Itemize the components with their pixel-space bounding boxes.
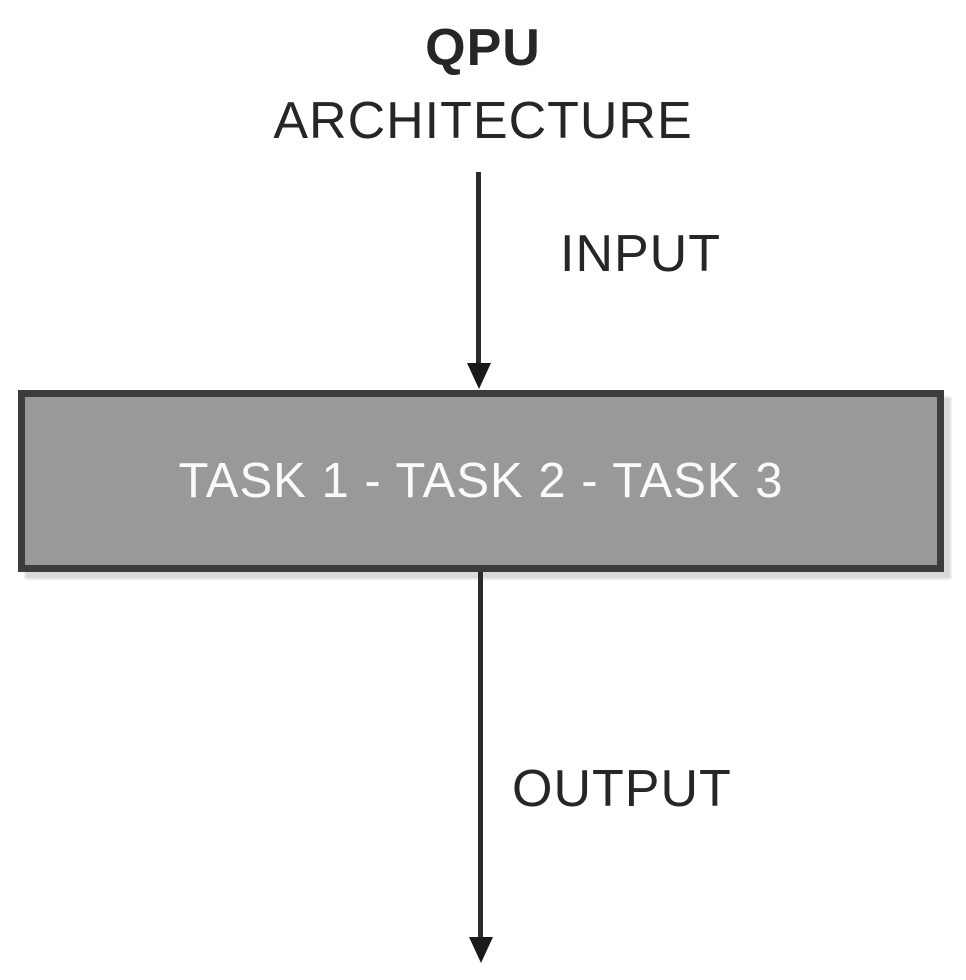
output-arrow-head-icon — [468, 937, 493, 963]
input-arrow — [465, 172, 492, 389]
input-arrow-head-icon — [466, 363, 491, 389]
output-arrow — [467, 572, 494, 963]
title-line-architecture: ARCHITECTURE — [273, 92, 693, 150]
title-line-qpu: QPU — [425, 19, 541, 77]
diagram-title: QPU ARCHITECTURE — [0, 12, 966, 158]
task-box: TASK 1 - TASK 2 - TASK 3 — [18, 390, 944, 572]
input-label: INPUT — [560, 225, 721, 283]
task-box-text: TASK 1 - TASK 2 - TASK 3 — [178, 454, 784, 508]
input-arrow-line — [476, 172, 481, 363]
output-label: OUTPUT — [512, 760, 732, 818]
output-arrow-line — [478, 572, 483, 937]
